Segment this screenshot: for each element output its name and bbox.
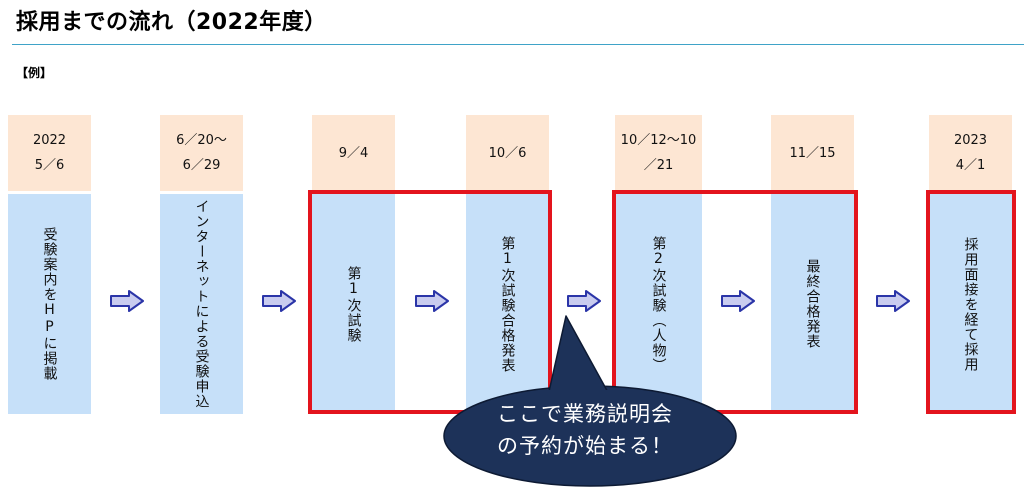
step-label: 採用面接を経て採用 bbox=[962, 236, 979, 372]
date-cell-5: 10／12～10 ／21 bbox=[615, 115, 702, 191]
callout-bubble bbox=[443, 315, 737, 487]
step-label: インターネットによる受験申込 bbox=[193, 199, 210, 409]
title-divider bbox=[12, 44, 1024, 45]
date-line: 11／15 bbox=[789, 145, 836, 161]
step-label: 最終合格発表 bbox=[804, 259, 821, 349]
right-arrow-icon bbox=[567, 290, 601, 312]
highlight-frame-second-exam bbox=[612, 190, 858, 414]
right-arrow-icon bbox=[415, 290, 449, 312]
step-cell-5: 第2次試験（人物） bbox=[615, 194, 702, 414]
date-line: 10／12～10 bbox=[620, 133, 697, 148]
right-arrow-icon bbox=[110, 290, 144, 312]
step-cell-6: 最終合格発表 bbox=[771, 194, 854, 414]
date-line: 10／6 bbox=[488, 145, 527, 161]
step-label: 第2次試験（人物） bbox=[650, 235, 667, 373]
date-cell-2: 6／20～ 6／29 bbox=[160, 115, 243, 191]
callout-line: の予約が始まる！ bbox=[497, 434, 673, 458]
date-line: ／21 bbox=[643, 158, 674, 173]
date-line: 4／1 bbox=[955, 158, 986, 173]
date-cell-6: 11／15 bbox=[771, 115, 854, 191]
right-arrow-icon bbox=[721, 290, 755, 312]
step-cell-1: 受験案内をHPに掲載 bbox=[8, 194, 91, 414]
right-arrow-icon bbox=[876, 290, 910, 312]
date-line: 6／20～ bbox=[176, 133, 227, 148]
date-cell-1: 2022 5／6 bbox=[8, 115, 91, 191]
date-line: 2023 bbox=[953, 133, 988, 148]
date-line: 5／6 bbox=[34, 158, 65, 173]
step-cell-3: 第1次試験 bbox=[312, 194, 395, 414]
date-cell-3: 9／4 bbox=[312, 115, 395, 191]
step-cell-7: 採用面接を経て採用 bbox=[929, 194, 1012, 414]
date-line: 6／29 bbox=[182, 158, 221, 173]
page-title: 採用までの流れ（2022年度） bbox=[16, 10, 327, 35]
highlight-frame-hiring bbox=[926, 190, 1016, 414]
step-cell-4: 第1次試験合格発表 bbox=[466, 194, 549, 414]
step-label: 第1次試験合格発表 bbox=[499, 235, 516, 373]
step-label: 受験案内をHPに掲載 bbox=[41, 227, 58, 381]
callout-line: ここで業務説明会 bbox=[497, 402, 673, 426]
date-cell-4: 10／6 bbox=[466, 115, 549, 191]
step-label: 第1次試験 bbox=[345, 265, 362, 343]
step-cell-2: インターネットによる受験申込 bbox=[160, 194, 243, 414]
date-cell-7: 2023 4／1 bbox=[929, 115, 1012, 191]
date-line: 9／4 bbox=[338, 145, 369, 161]
right-arrow-icon bbox=[262, 290, 296, 312]
date-line: 2022 bbox=[32, 133, 67, 148]
callout-text: ここで業務説明会 の予約が始まる！ bbox=[460, 398, 710, 462]
example-label: 【例】 bbox=[16, 66, 53, 80]
highlight-frame-first-exam bbox=[308, 190, 552, 414]
